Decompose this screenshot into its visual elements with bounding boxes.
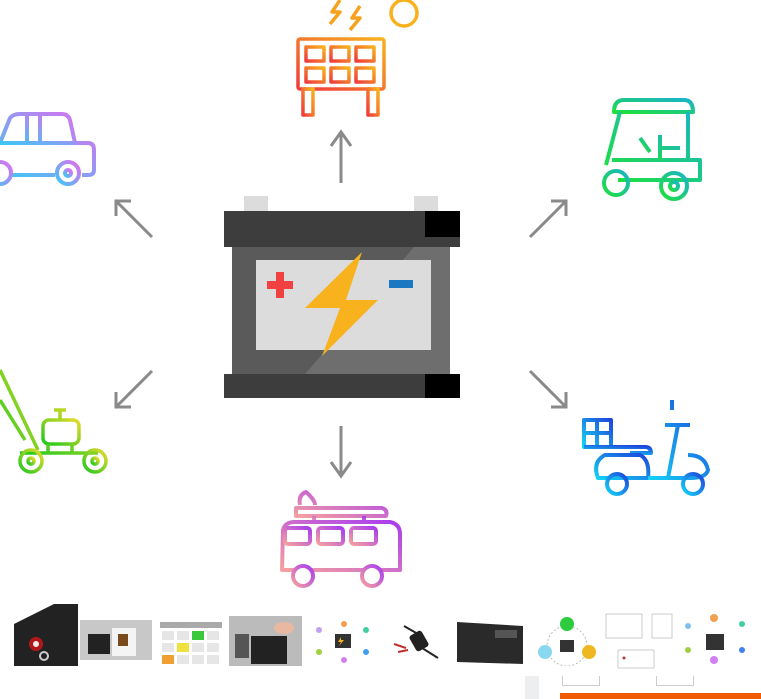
thumbnail-10[interactable] — [680, 610, 752, 666]
main-product-image[interactable] — [0, 0, 761, 600]
arrow-down-right-icon — [528, 369, 568, 409]
camper-van-icon — [280, 490, 402, 588]
thumbnail-4[interactable] — [229, 616, 302, 666]
plus-icon — [267, 272, 293, 298]
divider-box — [656, 676, 694, 686]
arrow-up-right-icon — [528, 199, 568, 239]
solar-panel-icon — [296, 0, 419, 117]
direction-arrows — [114, 129, 568, 479]
thumbnail-7[interactable] — [455, 616, 525, 666]
accent-bar — [560, 693, 761, 699]
thumbnail-8[interactable] — [535, 614, 600, 666]
minus-icon — [389, 280, 413, 288]
thumbnail-6[interactable] — [390, 618, 450, 666]
golf-cart-icon — [602, 98, 702, 201]
car-icon — [0, 112, 96, 186]
thumbnail-5[interactable] — [310, 618, 377, 666]
arrow-up-left-icon — [114, 199, 154, 239]
divider-box — [562, 676, 600, 686]
car-battery-icon — [224, 196, 460, 398]
scroll-handle[interactable] — [525, 676, 539, 699]
thumbnail-2[interactable] — [80, 620, 152, 660]
lawn-mower-icon — [0, 369, 108, 474]
thumbnail-9[interactable] — [604, 610, 680, 672]
thumbnail-3[interactable] — [160, 622, 222, 666]
thumbnail-1[interactable] — [14, 604, 78, 666]
arrow-down-left-icon — [114, 369, 154, 409]
arrow-down-icon — [329, 426, 353, 479]
arrow-up-icon — [329, 129, 353, 183]
scooter-icon — [582, 400, 710, 496]
lightning-bolt-icon — [305, 252, 378, 356]
thumbnail-strip — [0, 604, 761, 672]
